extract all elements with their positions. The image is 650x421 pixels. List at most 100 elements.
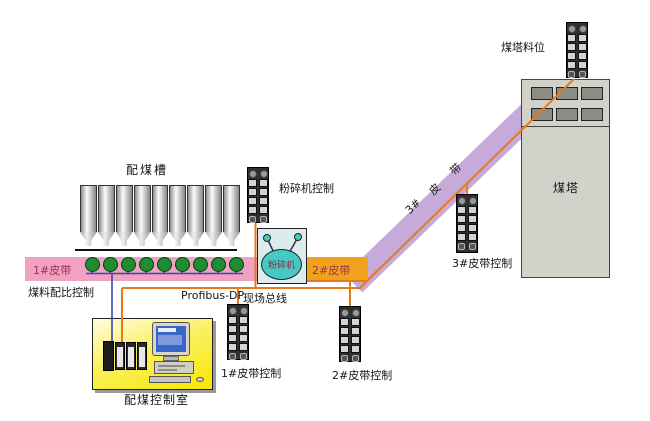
plc-io-row — [457, 224, 477, 232]
plc-io-row — [567, 34, 587, 42]
monitor-stand — [163, 356, 179, 361]
silo-funnel — [133, 232, 151, 246]
crt-monitor — [152, 322, 190, 356]
silo-funnel — [115, 232, 133, 246]
tower-window — [531, 87, 553, 100]
tower-window — [556, 108, 578, 121]
belt2-control-label: 2#皮带控制 — [332, 369, 393, 382]
silo-funnel — [151, 232, 169, 246]
silo — [97, 185, 115, 246]
plc-io-row — [567, 52, 587, 60]
belt1-control-label: 1#皮带控制 — [221, 367, 282, 380]
plc-io-row — [340, 345, 360, 353]
tower-level-plc — [566, 22, 588, 78]
belt3-control-label: 3#皮带控制 — [452, 257, 513, 270]
belt-sensor — [120, 257, 136, 272]
silo-funnel — [187, 232, 205, 246]
plc-io-row — [248, 206, 268, 214]
plc-io-row — [228, 343, 248, 351]
silo-body — [205, 185, 223, 232]
tower-divider — [522, 126, 609, 127]
tower-window — [581, 87, 603, 100]
plc-indicator-lights — [248, 170, 268, 178]
crusher-control-label: 粉碎机控制 — [279, 182, 334, 195]
tower-window — [556, 87, 578, 100]
silo-body — [115, 185, 133, 232]
belt-sensor — [138, 257, 154, 272]
tower-window — [531, 108, 553, 121]
rack-module — [126, 342, 136, 370]
plc-io-row — [248, 197, 268, 205]
monitor-screen — [156, 326, 186, 352]
rack-module — [115, 342, 125, 370]
plc-io-row — [567, 43, 587, 51]
keyboard — [149, 376, 191, 383]
plc-io-row — [228, 334, 248, 342]
silo-body — [80, 185, 97, 232]
belt-sensor — [156, 257, 172, 272]
tower-window — [581, 108, 603, 121]
belt-sensor — [102, 257, 118, 272]
silo-funnel — [169, 232, 187, 246]
plc-io-row — [228, 316, 248, 324]
silo-funnel — [80, 232, 97, 246]
plc-io-row — [567, 61, 587, 69]
belt1-label: 1#皮带 — [33, 264, 72, 277]
plc-indicator-lights — [457, 197, 477, 205]
plc-io-row — [340, 318, 360, 326]
crusher-machine: 粉碎机 — [261, 249, 302, 280]
plc-io-row — [340, 336, 360, 344]
silo-funnel — [223, 232, 241, 246]
silo — [80, 185, 97, 246]
rack-power-module — [103, 341, 114, 371]
silo — [151, 185, 169, 246]
belt-sensor — [84, 257, 100, 272]
computer-case — [154, 361, 194, 374]
belt2-label: 2#皮带 — [312, 264, 351, 277]
silo — [205, 185, 223, 246]
plc-io-row — [457, 215, 477, 223]
plc-io-row — [457, 206, 477, 214]
silo-baseline — [75, 249, 237, 251]
tower-level-label: 煤塔料位 — [501, 41, 545, 54]
crusher-control-plc — [247, 167, 269, 223]
silo-body — [133, 185, 151, 232]
silo — [133, 185, 151, 246]
belt2-control-plc — [339, 306, 361, 362]
plc-terminals — [249, 216, 267, 223]
coal-trough-label: 配煤槽 — [126, 163, 169, 177]
control-room-label: 配煤控制室 — [124, 393, 190, 407]
silo-funnel — [97, 232, 115, 246]
coal-tower-label: 煤塔 — [553, 181, 580, 195]
mouse — [196, 377, 204, 382]
belt-sensor — [192, 257, 208, 272]
plc-indicator-lights — [228, 307, 248, 315]
plc-io-row — [228, 325, 248, 333]
belt-sensor — [228, 257, 244, 272]
silo-body — [97, 185, 115, 232]
silo-body — [187, 185, 205, 232]
plc-indicator-lights — [340, 309, 360, 317]
plc-io-row — [340, 327, 360, 335]
plc-terminals — [341, 355, 359, 362]
silo-body — [151, 185, 169, 232]
rack-module — [137, 342, 147, 370]
plc-terminals — [458, 243, 476, 250]
silo-body — [169, 185, 187, 232]
plc-io-row — [457, 233, 477, 241]
plc-io-row — [248, 188, 268, 196]
silo — [187, 185, 205, 246]
profibus-dp-label: Profibus-DP — [181, 289, 245, 302]
belt1-control-plc — [227, 304, 249, 360]
silo-body — [223, 185, 241, 232]
crusher-label: 粉碎机 — [267, 261, 295, 271]
silo — [169, 185, 187, 246]
belt-sensor — [210, 257, 226, 272]
plc-indicator-lights — [567, 25, 587, 33]
fieldbus-label: 现场总线 — [243, 292, 287, 305]
silo-funnel — [205, 232, 223, 246]
plc-io-row — [248, 179, 268, 187]
belt3-control-plc — [456, 194, 478, 253]
belt-sensor — [174, 257, 190, 272]
